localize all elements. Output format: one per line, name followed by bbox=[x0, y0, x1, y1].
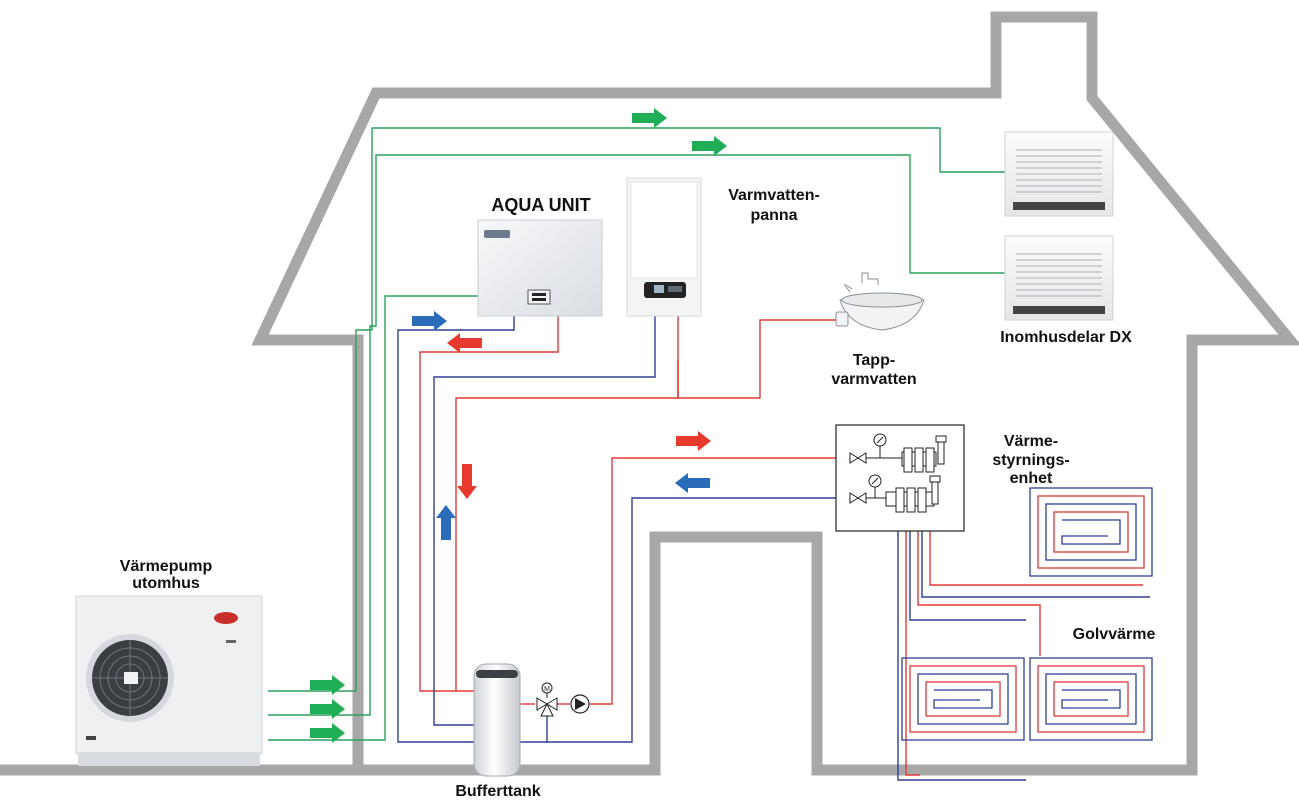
refrigerant-lines bbox=[268, 127, 1005, 741]
heat-control-label-line1: Värme- bbox=[1004, 433, 1058, 450]
manifold-valves bbox=[885, 435, 947, 513]
circulation-pump-icon bbox=[570, 694, 590, 714]
hot-water-lines bbox=[419, 316, 1143, 776]
heat-control-label-line3: enhet bbox=[1010, 470, 1053, 487]
buffer-tank-label: Bufferttank bbox=[455, 783, 540, 800]
pressure-gauge-icon bbox=[868, 433, 887, 498]
heat-pump-label-line1: Värmepump bbox=[120, 558, 213, 575]
tap-water-label-line2: varmvatten bbox=[831, 371, 916, 388]
house-outline bbox=[0, 11, 1299, 776]
buffer-tank bbox=[473, 663, 521, 777]
arrow-icons bbox=[310, 108, 727, 743]
return-lines bbox=[397, 316, 1150, 781]
aqua-unit bbox=[477, 219, 603, 317]
heat-pump-label-line2: utomhus bbox=[132, 575, 200, 592]
svg-text:M: M bbox=[544, 686, 550, 693]
floor-loop-top-right bbox=[1029, 487, 1153, 577]
indoor-dx-label: Inomhusdelar DX bbox=[1000, 329, 1132, 346]
water-heater-label-line1: Varmvatten- bbox=[728, 187, 820, 204]
sink-icon bbox=[835, 272, 925, 331]
heat-control-unit bbox=[835, 424, 965, 532]
water-heater-label-line2: panna bbox=[750, 207, 797, 224]
blue-arrow-icon bbox=[412, 311, 710, 540]
aqua-unit-label: AQUA UNIT bbox=[491, 195, 590, 215]
floor-heating-label: Golvvärme bbox=[1073, 626, 1156, 643]
indoor-unit-bottom bbox=[1004, 235, 1114, 321]
outdoor-heat-pump bbox=[75, 595, 263, 766]
heat-control-label-line2: styrnings- bbox=[992, 452, 1069, 469]
water-heater bbox=[626, 177, 702, 317]
tap-water-label-line1: Tapp- bbox=[853, 352, 895, 369]
floor-loop-bottom-right bbox=[1029, 657, 1153, 741]
three-way-valve-icon: M bbox=[536, 682, 558, 717]
indoor-unit-top bbox=[1004, 131, 1114, 217]
green-arrow-icon bbox=[310, 108, 727, 743]
red-arrow-icon bbox=[447, 333, 711, 499]
floor-loop-bottom-left bbox=[901, 657, 1025, 741]
